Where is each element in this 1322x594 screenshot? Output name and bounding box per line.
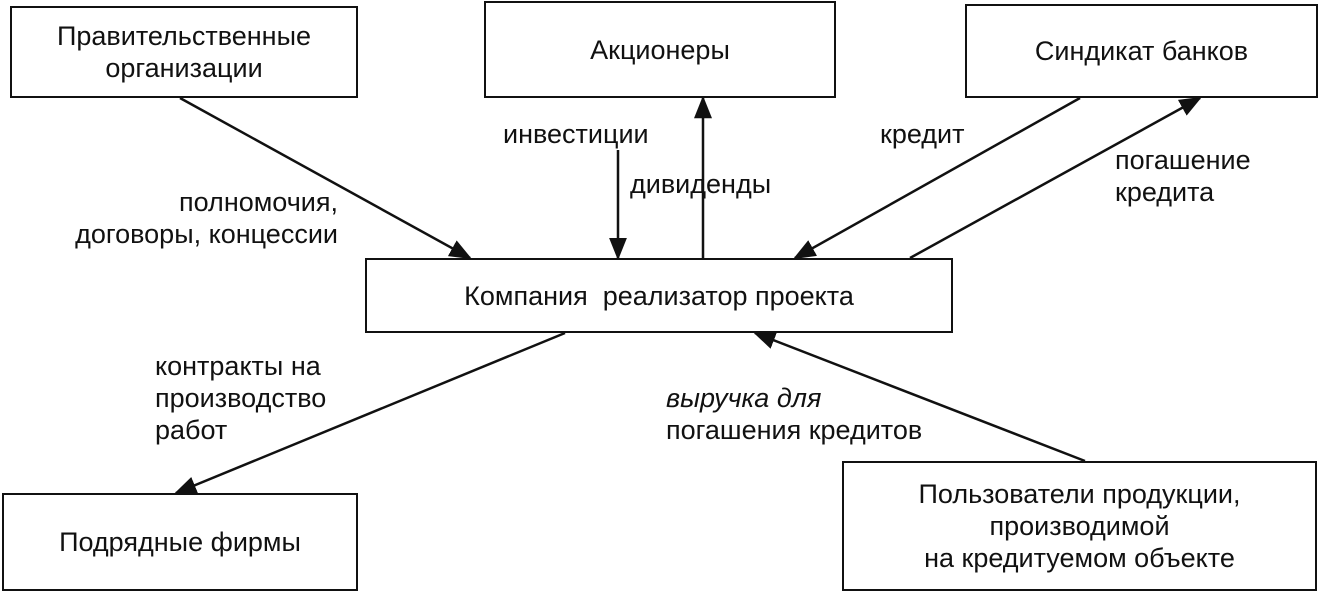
authority-line-1: полномочия, xyxy=(179,187,338,217)
government-box: Правительственные организации xyxy=(10,6,358,98)
loan-repayment-line-1: погашение xyxy=(1115,145,1251,175)
work-contracts-line-1: контракты на xyxy=(155,351,321,381)
arrow-revenue xyxy=(752,331,1086,463)
authority-line-2: договоры, концессии xyxy=(75,219,338,249)
product-users-line-1: Пользователи продукции, xyxy=(918,479,1241,509)
dividends-label: дивиденды xyxy=(630,169,772,199)
work-contracts-label: контракты на производство работ xyxy=(155,350,326,446)
authority-label: полномочия, договоры, концессии xyxy=(20,186,338,250)
product-users-line-2: производимой xyxy=(989,511,1170,541)
shareholders-box: Акционеры xyxy=(484,1,836,98)
product-users-box: Пользователи продукции, производимой на … xyxy=(842,461,1317,591)
work-contracts-line-2: производство xyxy=(155,383,327,413)
arrow-company-to-contractors xyxy=(173,331,566,495)
government-line-2: организации xyxy=(105,53,263,83)
product-users-line-3: на кредитуемом объекте xyxy=(924,543,1235,573)
project-company-box: Компания реализатор проекта xyxy=(365,258,953,333)
revenue-label: выручка для погашения кредитов xyxy=(666,382,922,446)
government-line-1: Правительственные xyxy=(56,21,312,51)
credit-label: кредит xyxy=(880,119,965,149)
revenue-line-2: погашения кредитов xyxy=(666,415,923,445)
project-company-label: Компания реализатор проекта xyxy=(464,280,854,311)
bank-syndicate-label: Синдикат банков xyxy=(1034,36,1249,66)
arrow-credit xyxy=(793,96,1081,260)
revenue-line-1: выручка для xyxy=(666,383,822,413)
investments-label: инвестиции xyxy=(503,119,649,149)
arrow-loan-repayment xyxy=(909,96,1202,260)
work-contracts-line-3: работ xyxy=(155,415,228,445)
arrow-government-to-company xyxy=(179,96,472,260)
contractors-box: Подрядные фирмы xyxy=(2,493,358,591)
loan-repayment-label: погашение кредита xyxy=(1115,144,1251,208)
loan-repayment-line-2: кредита xyxy=(1115,177,1215,207)
shareholders-label: Акционеры xyxy=(590,34,730,65)
bank-syndicate-box: Синдикат банков xyxy=(965,4,1318,98)
contractors-label: Подрядные фирмы xyxy=(59,527,301,557)
